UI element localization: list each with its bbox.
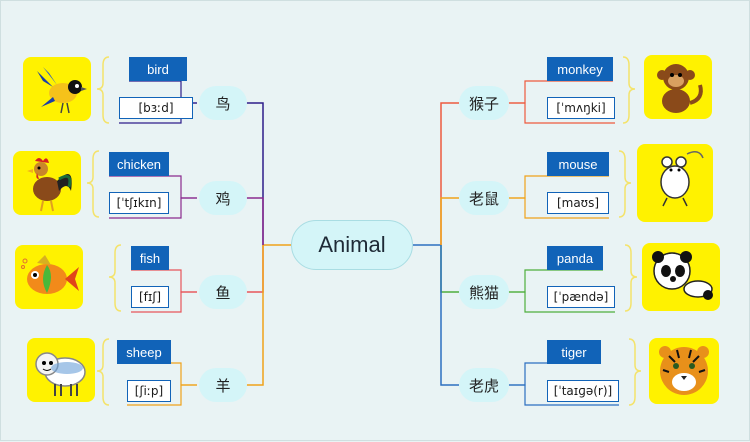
topic-sheep-cn[interactable]: 羊 [199, 368, 247, 402]
mouse-icon [637, 144, 713, 222]
topic-chicken-cn[interactable]: 鸡 [199, 181, 247, 215]
word-fish[interactable]: fish [131, 246, 169, 270]
connector-chicken [245, 197, 264, 245]
word-chicken[interactable]: chicken [109, 152, 169, 176]
ipa-panda[interactable]: [ˈpændə] [547, 286, 615, 308]
ipa-tiger[interactable]: [ˈtaɪɡə(r)] [547, 380, 619, 402]
connector-sheep [245, 245, 264, 386]
word-monkey[interactable]: monkey [547, 57, 613, 81]
word-panda[interactable]: panda [547, 246, 603, 270]
sheep-icon [27, 338, 95, 402]
word-tiger[interactable]: tiger [547, 340, 601, 364]
panda-icon [642, 243, 720, 311]
topic-tiger-cn[interactable]: 老虎 [459, 368, 509, 402]
connector-panda [440, 245, 459, 293]
topic-bird-cn[interactable]: 鸟 [199, 86, 247, 120]
ipa-sheep[interactable]: [ʃiːp] [127, 380, 171, 402]
word-mouse[interactable]: mouse [547, 152, 609, 176]
connector-tiger [440, 245, 459, 386]
monkey-icon [644, 55, 712, 119]
connector-fish [245, 245, 264, 293]
topic-fish-cn[interactable]: 鱼 [199, 275, 247, 309]
connector-mouse [440, 197, 459, 245]
ipa-fish[interactable]: [fɪʃ] [131, 286, 169, 308]
bird-icon [23, 57, 91, 121]
ipa-bird[interactable]: [bɜːd] [119, 97, 193, 119]
connector-monkey [440, 102, 459, 245]
word-sheep[interactable]: sheep [117, 340, 171, 364]
fish-icon [15, 245, 83, 309]
topic-mouse-cn[interactable]: 老鼠 [459, 181, 509, 215]
ipa-monkey[interactable]: [ˈmʌŋki] [547, 97, 615, 119]
tiger-icon [649, 338, 719, 404]
topic-panda-cn[interactable]: 熊猫 [459, 275, 509, 309]
central-topic[interactable]: Animal [291, 220, 413, 270]
connector-bird [245, 102, 264, 245]
rooster-icon [13, 151, 81, 215]
ipa-mouse[interactable]: [maʊs] [547, 192, 609, 214]
ipa-chicken[interactable]: [ˈtʃɪkɪn] [109, 192, 169, 214]
word-bird[interactable]: bird [129, 57, 187, 81]
topic-monkey-cn[interactable]: 猴子 [459, 86, 509, 120]
